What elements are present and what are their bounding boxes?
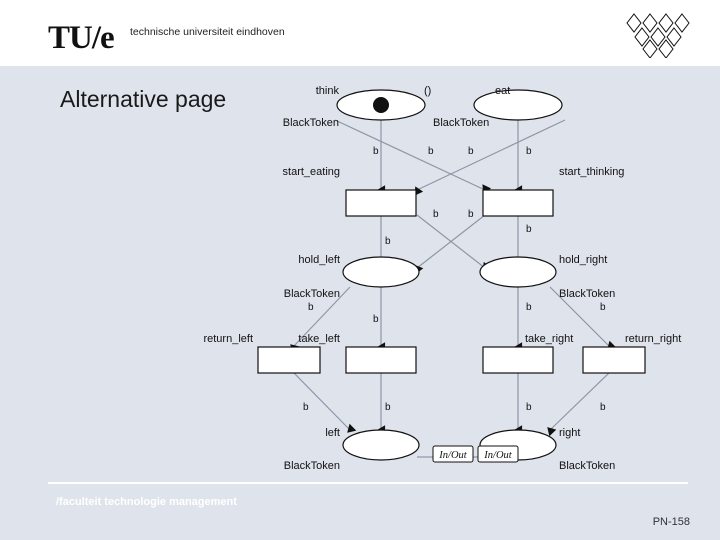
- label-type-annotation: (): [424, 85, 431, 97]
- place-hold-left: [342, 256, 420, 288]
- arc-inscription: b: [385, 402, 391, 413]
- arc-inscription: b: [526, 402, 532, 413]
- arc-inscription: b: [433, 209, 439, 220]
- label-start-eating: start_eating: [283, 166, 340, 178]
- arc-inscription: b: [428, 146, 434, 157]
- transition-return-right: [582, 346, 646, 374]
- arc-inscription: b: [303, 402, 309, 413]
- label-token-left: BlackToken: [284, 460, 340, 472]
- label-token-think: BlackToken: [283, 117, 339, 129]
- label-left: left: [325, 427, 340, 439]
- arc-inscription: b: [526, 146, 532, 157]
- faculty-label: /faculteit technologie management: [56, 496, 237, 508]
- marking-token-think: [373, 97, 389, 113]
- label-token-hold-right: BlackToken: [559, 288, 615, 300]
- tue-logo-text: TU/e: [48, 20, 115, 56]
- tue-logo-subtitle: technische universiteit eindhoven: [130, 26, 285, 38]
- label-start-thinking: start_thinking: [559, 166, 624, 178]
- place-hold-right: [479, 256, 557, 288]
- footer-divider: [48, 482, 688, 484]
- label-think: think: [316, 85, 340, 97]
- page-number: PN-158: [652, 516, 690, 528]
- label-port-left: In/Out: [438, 450, 467, 461]
- label-hold-right: hold_right: [559, 254, 607, 266]
- transition-take-left: [345, 346, 417, 374]
- label-token-eat: BlackToken: [433, 117, 489, 129]
- arc-inscription: b: [526, 302, 532, 313]
- arc-inscription: b: [385, 236, 391, 247]
- tue-diamond-mark-icon: [626, 13, 690, 58]
- label-return-right: return_right: [625, 333, 681, 345]
- label-eat: eat: [495, 85, 510, 97]
- label-return-left: return_left: [203, 333, 253, 345]
- label-token-right: BlackToken: [559, 460, 615, 472]
- port-right-box: [477, 445, 519, 463]
- petri-net-diagram: think eat () BlackToken BlackToken start…: [185, 72, 685, 484]
- arc-inscription: b: [373, 314, 379, 325]
- arc-inscription: b: [468, 146, 474, 157]
- arc-inscription: b: [600, 302, 606, 313]
- label-right: right: [559, 427, 580, 439]
- label-port-right: In/Out: [483, 450, 512, 461]
- arc-inscription: b: [468, 209, 474, 220]
- page-title: Alternative page: [60, 86, 227, 112]
- arc-inscription: b: [373, 146, 379, 157]
- arc-inscription: b: [308, 302, 314, 313]
- label-hold-left: hold_left: [298, 254, 340, 266]
- slide-header: TU/e technische universiteit eindhoven: [0, 0, 720, 66]
- arc-inscription: b: [526, 224, 532, 235]
- transition-start-thinking: [482, 189, 554, 217]
- transition-return-left: [257, 346, 321, 374]
- place-left: [342, 429, 420, 461]
- port-left-box: [432, 445, 474, 463]
- label-token-hold-left: BlackToken: [284, 288, 340, 300]
- transition-start-eating: [345, 189, 417, 217]
- label-take-right: take_right: [525, 333, 573, 345]
- arc-inscription: b: [600, 402, 606, 413]
- place-eat: [473, 89, 563, 121]
- transition-take-right: [482, 346, 554, 374]
- label-take-left: take_left: [298, 333, 340, 345]
